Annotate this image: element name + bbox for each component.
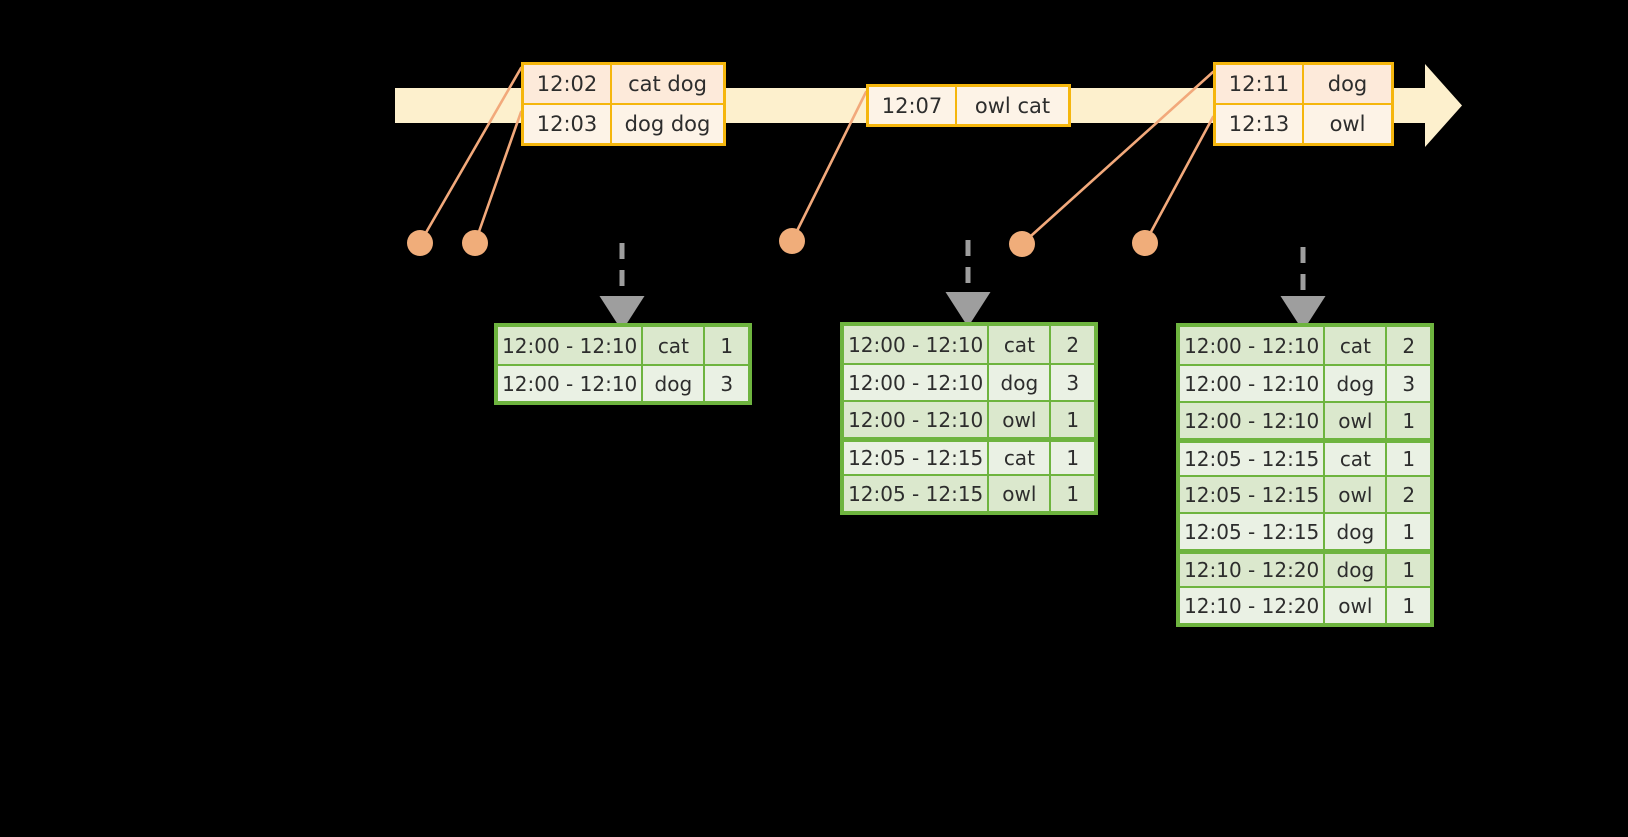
timeline-event-row[interactable]: 12:07 owl cat [869, 87, 1068, 124]
event-time: 12:11 [1216, 65, 1304, 103]
event-time: 12:13 [1216, 105, 1304, 143]
connector-1 [418, 66, 523, 245]
event-time: 12:07 [869, 87, 957, 124]
cell-window: 12:05 - 12:15 [844, 476, 990, 511]
connector-2 [473, 110, 523, 245]
cell-count: 1 [1051, 476, 1094, 511]
cell-count: 1 [1051, 402, 1094, 437]
cell-key: cat [1325, 443, 1388, 475]
event-value: cat dog [612, 65, 723, 103]
event-value: dog dog [612, 105, 723, 143]
cell-window: 12:00 - 12:10 [1180, 366, 1326, 401]
cell-window: 12:00 - 12:10 [498, 327, 644, 364]
cell-window: 12:05 - 12:15 [1180, 514, 1326, 549]
cell-window: 12:10 - 12:20 [1180, 554, 1326, 586]
timeline-event-row[interactable]: 12:02 cat dog [524, 65, 723, 103]
cell-key: cat [989, 326, 1052, 363]
cell-key: owl [989, 476, 1052, 511]
table-pointer-arrows [599, 240, 1326, 331]
cell-count: 1 [1387, 403, 1430, 438]
cell-window: 12:00 - 12:10 [1180, 327, 1326, 364]
cell-count: 1 [1387, 588, 1430, 623]
cell-key: dog [1325, 554, 1388, 586]
cell-count: 1 [1387, 554, 1430, 586]
timeline-event-group-1[interactable]: 12:02 cat dog 12:03 dog dog [521, 62, 726, 146]
event-dot-1 [407, 230, 433, 256]
cell-key: dog [1325, 366, 1388, 401]
timeline-event-group-2[interactable]: 12:07 owl cat [866, 84, 1071, 127]
event-time: 12:02 [524, 65, 612, 103]
cell-count: 2 [1387, 327, 1430, 364]
timeline-event-row[interactable]: 12:03 dog dog [524, 103, 723, 143]
cell-window: 12:00 - 12:10 [844, 326, 990, 363]
cell-key: owl [989, 402, 1052, 437]
event-time: 12:03 [524, 105, 612, 143]
cell-key: owl [1325, 403, 1388, 438]
cell-count: 1 [1387, 514, 1430, 549]
cell-window: 12:05 - 12:15 [844, 442, 990, 474]
timeline-event-row[interactable]: 12:11 dog [1216, 65, 1391, 103]
connector-3 [790, 90, 868, 243]
cell-window: 12:10 - 12:20 [1180, 588, 1326, 623]
cell-key: dog [1325, 514, 1388, 549]
cell-count: 1 [705, 327, 748, 364]
connector-5 [1143, 115, 1215, 245]
timeline-event-row[interactable]: 12:13 owl [1216, 103, 1391, 143]
cell-window: 12:00 - 12:10 [1180, 403, 1326, 438]
cell-key: owl [1325, 588, 1388, 623]
event-value: owl cat [957, 87, 1068, 124]
cell-key: cat [643, 327, 706, 364]
event-dot-2 [462, 230, 488, 256]
cell-key: cat [1325, 327, 1388, 364]
cell-count: 1 [1387, 443, 1430, 475]
cell-count: 3 [705, 366, 748, 401]
cell-window: 12:00 - 12:10 [498, 366, 644, 401]
cell-count: 2 [1051, 326, 1094, 363]
event-dot-3 [779, 228, 805, 254]
cell-key: dog [643, 366, 706, 401]
cell-key: owl [1325, 477, 1388, 512]
event-value: owl [1304, 105, 1391, 143]
cell-count: 3 [1051, 365, 1094, 400]
cell-key: cat [989, 442, 1052, 474]
timeline-event-group-3[interactable]: 12:11 dog 12:13 owl [1213, 62, 1394, 146]
cell-count: 1 [1051, 442, 1094, 474]
cell-window: 12:05 - 12:15 [1180, 477, 1326, 512]
event-dots [407, 228, 1158, 257]
cell-count: 2 [1387, 477, 1430, 512]
event-dot-4 [1009, 231, 1035, 257]
cell-window: 12:05 - 12:15 [1180, 443, 1326, 475]
cell-count: 3 [1387, 366, 1430, 401]
event-value: dog [1304, 65, 1391, 103]
cell-key: dog [989, 365, 1052, 400]
cell-window: 12:00 - 12:10 [844, 365, 990, 400]
cell-window: 12:00 - 12:10 [844, 402, 990, 437]
event-dot-5 [1132, 230, 1158, 256]
